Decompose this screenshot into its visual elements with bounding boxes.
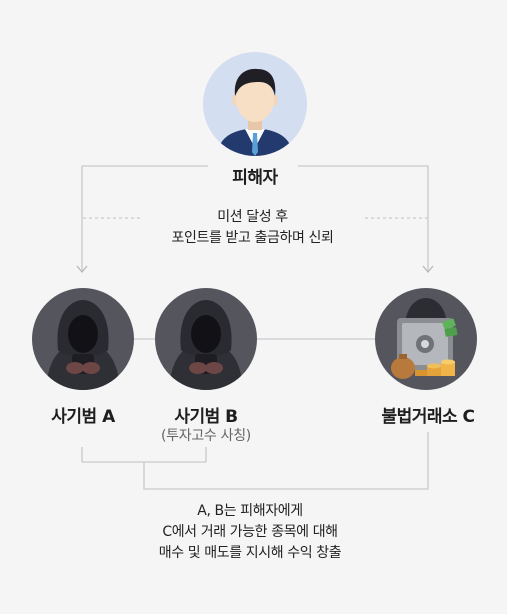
connector-victim-to-c	[298, 165, 429, 272]
bottom-note-line1: A, B는 피해자에게	[197, 503, 303, 519]
victim-businessman-icon	[217, 68, 293, 156]
exchange-c-label: 불법거래소 C	[381, 407, 475, 427]
arrow-down-c	[422, 265, 434, 274]
scammer-b-label: 사기범 B	[174, 407, 238, 427]
bottom-note-line2: C에서 거래 가능한 종목에 대해	[162, 524, 338, 540]
bottom-note: A, B는 피해자에게 C에서 거래 가능한 종목에 대해 매수 및 매도를 지…	[130, 501, 370, 564]
victim-label: 피해자	[232, 168, 278, 188]
scammer-b-sublabel: (투자고수 사칭)	[161, 428, 251, 444]
scammer-a-label: 사기범 A	[51, 407, 115, 427]
mission-note-line2: 포인트를 받고 출금하며 신뢰	[171, 230, 334, 246]
mission-note: 미션 달성 후 포인트를 받고 출금하며 신뢰	[140, 207, 365, 249]
scammer-b-avatar	[155, 288, 257, 390]
exchange-c-avatar	[375, 288, 477, 390]
hooded-scammer-icon	[46, 300, 120, 390]
victim-avatar	[203, 52, 307, 156]
safe-with-money-icon	[391, 298, 458, 379]
bracket-to-c	[143, 432, 429, 490]
hooded-scammer-icon	[169, 300, 243, 390]
connector-victim-to-a	[81, 165, 208, 272]
mission-note-line1: 미션 달성 후	[217, 209, 288, 225]
scammer-a-avatar	[32, 288, 134, 390]
bottom-note-line3: 매수 및 매도를 지시해 수익 창출	[158, 545, 342, 561]
bracket-a-b	[81, 447, 207, 463]
arrow-down-a	[76, 265, 88, 274]
